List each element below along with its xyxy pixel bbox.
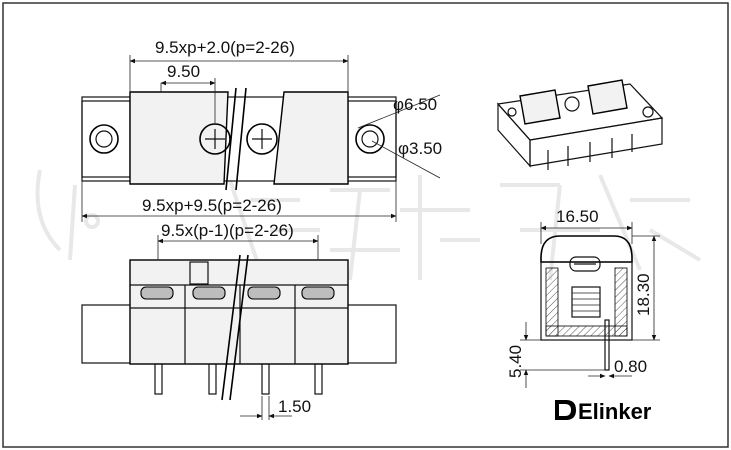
dim-pin-length: 5.40	[506, 345, 525, 378]
dim-pin-width: 1.50	[278, 397, 311, 416]
side-view: 16.50 18.30 5.40 0.80	[506, 207, 660, 388]
dim-mount-span: 9.5xp+9.5(p=2-26)	[142, 196, 282, 215]
brand-logo: Elinker	[555, 399, 652, 424]
wire-slot	[140, 286, 174, 300]
logo-text: Elinker	[578, 399, 652, 424]
dim-overall-length: 9.5xp+2.0(p=2-26)	[155, 38, 295, 57]
dim-side-height: 18.30	[634, 273, 653, 316]
top-cover-left	[129, 91, 229, 185]
front-view: 9.5x(p-1)(p=2-26) 1.50	[81, 221, 397, 420]
top-flange	[81, 96, 397, 182]
dim-pin-span: 9.5x(p-1)(p=2-26)	[161, 221, 294, 240]
side-cover	[540, 235, 633, 263]
dim-pitch: 9.50	[167, 62, 200, 81]
watermark	[35, 169, 702, 281]
isometric-view	[496, 79, 664, 170]
logo-mark-icon	[555, 400, 576, 420]
mount-hole-right	[355, 124, 385, 154]
dim-side-width: 16.50	[556, 207, 599, 226]
top-cover-right	[273, 91, 349, 185]
dim-hole-outer: φ6.50	[393, 95, 437, 114]
pins	[154, 363, 323, 395]
dim-pin-thickness: 0.80	[614, 357, 647, 376]
top-view: 9.5xp+2.0(p=2-26) 9.50 9.5xp+9.5(p=2-26)…	[81, 38, 442, 222]
dim-hole-inner: φ3.50	[398, 139, 442, 158]
side-body	[540, 261, 633, 341]
front-body	[129, 259, 349, 365]
mount-hole-left	[89, 124, 119, 154]
side-pin	[604, 319, 610, 371]
